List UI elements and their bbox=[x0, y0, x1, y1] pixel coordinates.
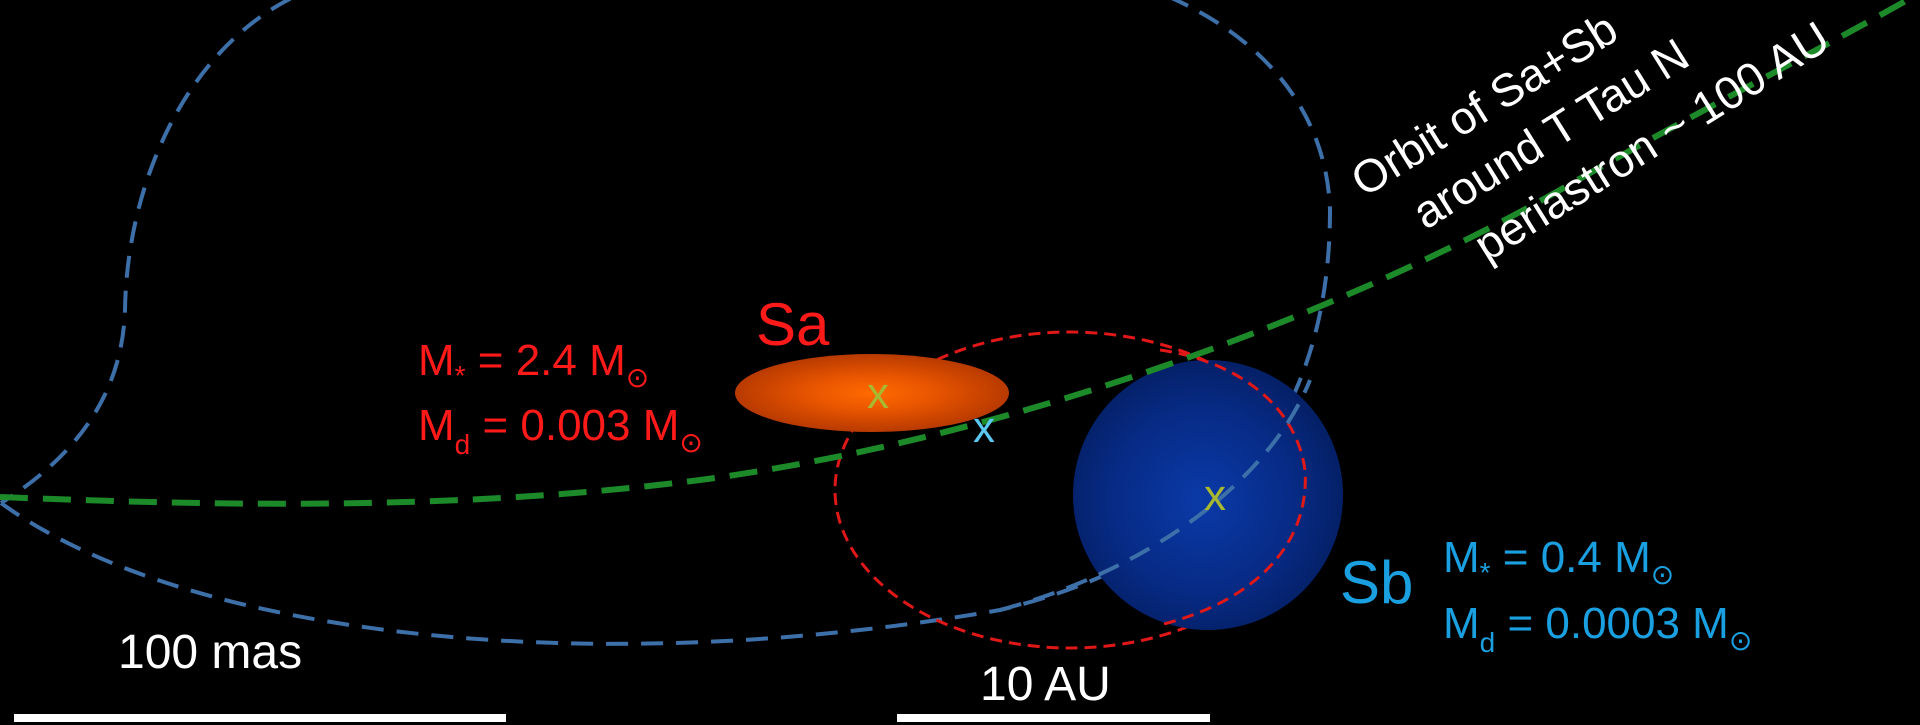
outer-orbit bbox=[0, 0, 1333, 646]
sa-mdisk-sun-symbol: ⊙ bbox=[679, 427, 702, 458]
sb-mstar-symbol: M bbox=[1443, 533, 1480, 582]
sa-center-cross: x bbox=[867, 369, 889, 418]
sa-mstar: M* = 2.4 M⊙ bbox=[418, 336, 649, 393]
sb-mstar: M* = 0.4 M⊙ bbox=[1443, 533, 1674, 590]
scale-bar-au bbox=[897, 714, 1210, 722]
sb-disk bbox=[1073, 360, 1343, 630]
sb-mdisk-value: = 0.0003 M bbox=[1495, 599, 1729, 648]
sa-mstar-value: = 2.4 M bbox=[466, 336, 626, 385]
sb-mdisk-sun-symbol: ⊙ bbox=[1729, 625, 1752, 656]
scale-bar-mas-label: 100 mas bbox=[118, 626, 302, 679]
sa-mstar-sun-symbol: ⊙ bbox=[626, 362, 649, 393]
sb-center-cross: x bbox=[1204, 471, 1226, 520]
sb-mdisk-symbol: M bbox=[1443, 599, 1480, 648]
scale-bar-au-label: 10 AU bbox=[980, 658, 1111, 711]
sb-mstar-value: = 0.4 M bbox=[1491, 533, 1651, 582]
sb-mstar-sun-symbol: ⊙ bbox=[1651, 559, 1674, 590]
sa-label: Sa bbox=[756, 291, 830, 358]
outer-orbit-over-sb bbox=[999, 379, 1312, 612]
sa-mdisk: Md = 0.003 M⊙ bbox=[418, 401, 703, 460]
sa-disk bbox=[735, 354, 1009, 432]
binary-orbit bbox=[0, 0, 1914, 507]
sb-mdisk-subscript: d bbox=[1480, 627, 1496, 658]
scale-bar-mas bbox=[14, 714, 506, 722]
sb-mdisk: Md = 0.0003 M⊙ bbox=[1443, 599, 1752, 658]
sa-mdisk-subscript: d bbox=[455, 429, 471, 460]
sa-mdisk-symbol: M bbox=[418, 401, 455, 450]
inner-orbit-over-sb bbox=[1159, 348, 1307, 627]
orbit-annotation: Orbit of Sa+Sb around T Tau N periastron… bbox=[1342, 2, 1838, 271]
sb-mstar-subscript: * bbox=[1480, 557, 1491, 588]
barycenter-cross: x bbox=[973, 403, 995, 452]
sa-mdisk-value: = 0.003 M bbox=[470, 401, 679, 450]
sb-label: Sb bbox=[1340, 549, 1413, 616]
sa-mstar-subscript: * bbox=[455, 360, 466, 391]
sa-mstar-symbol: M bbox=[418, 336, 455, 385]
